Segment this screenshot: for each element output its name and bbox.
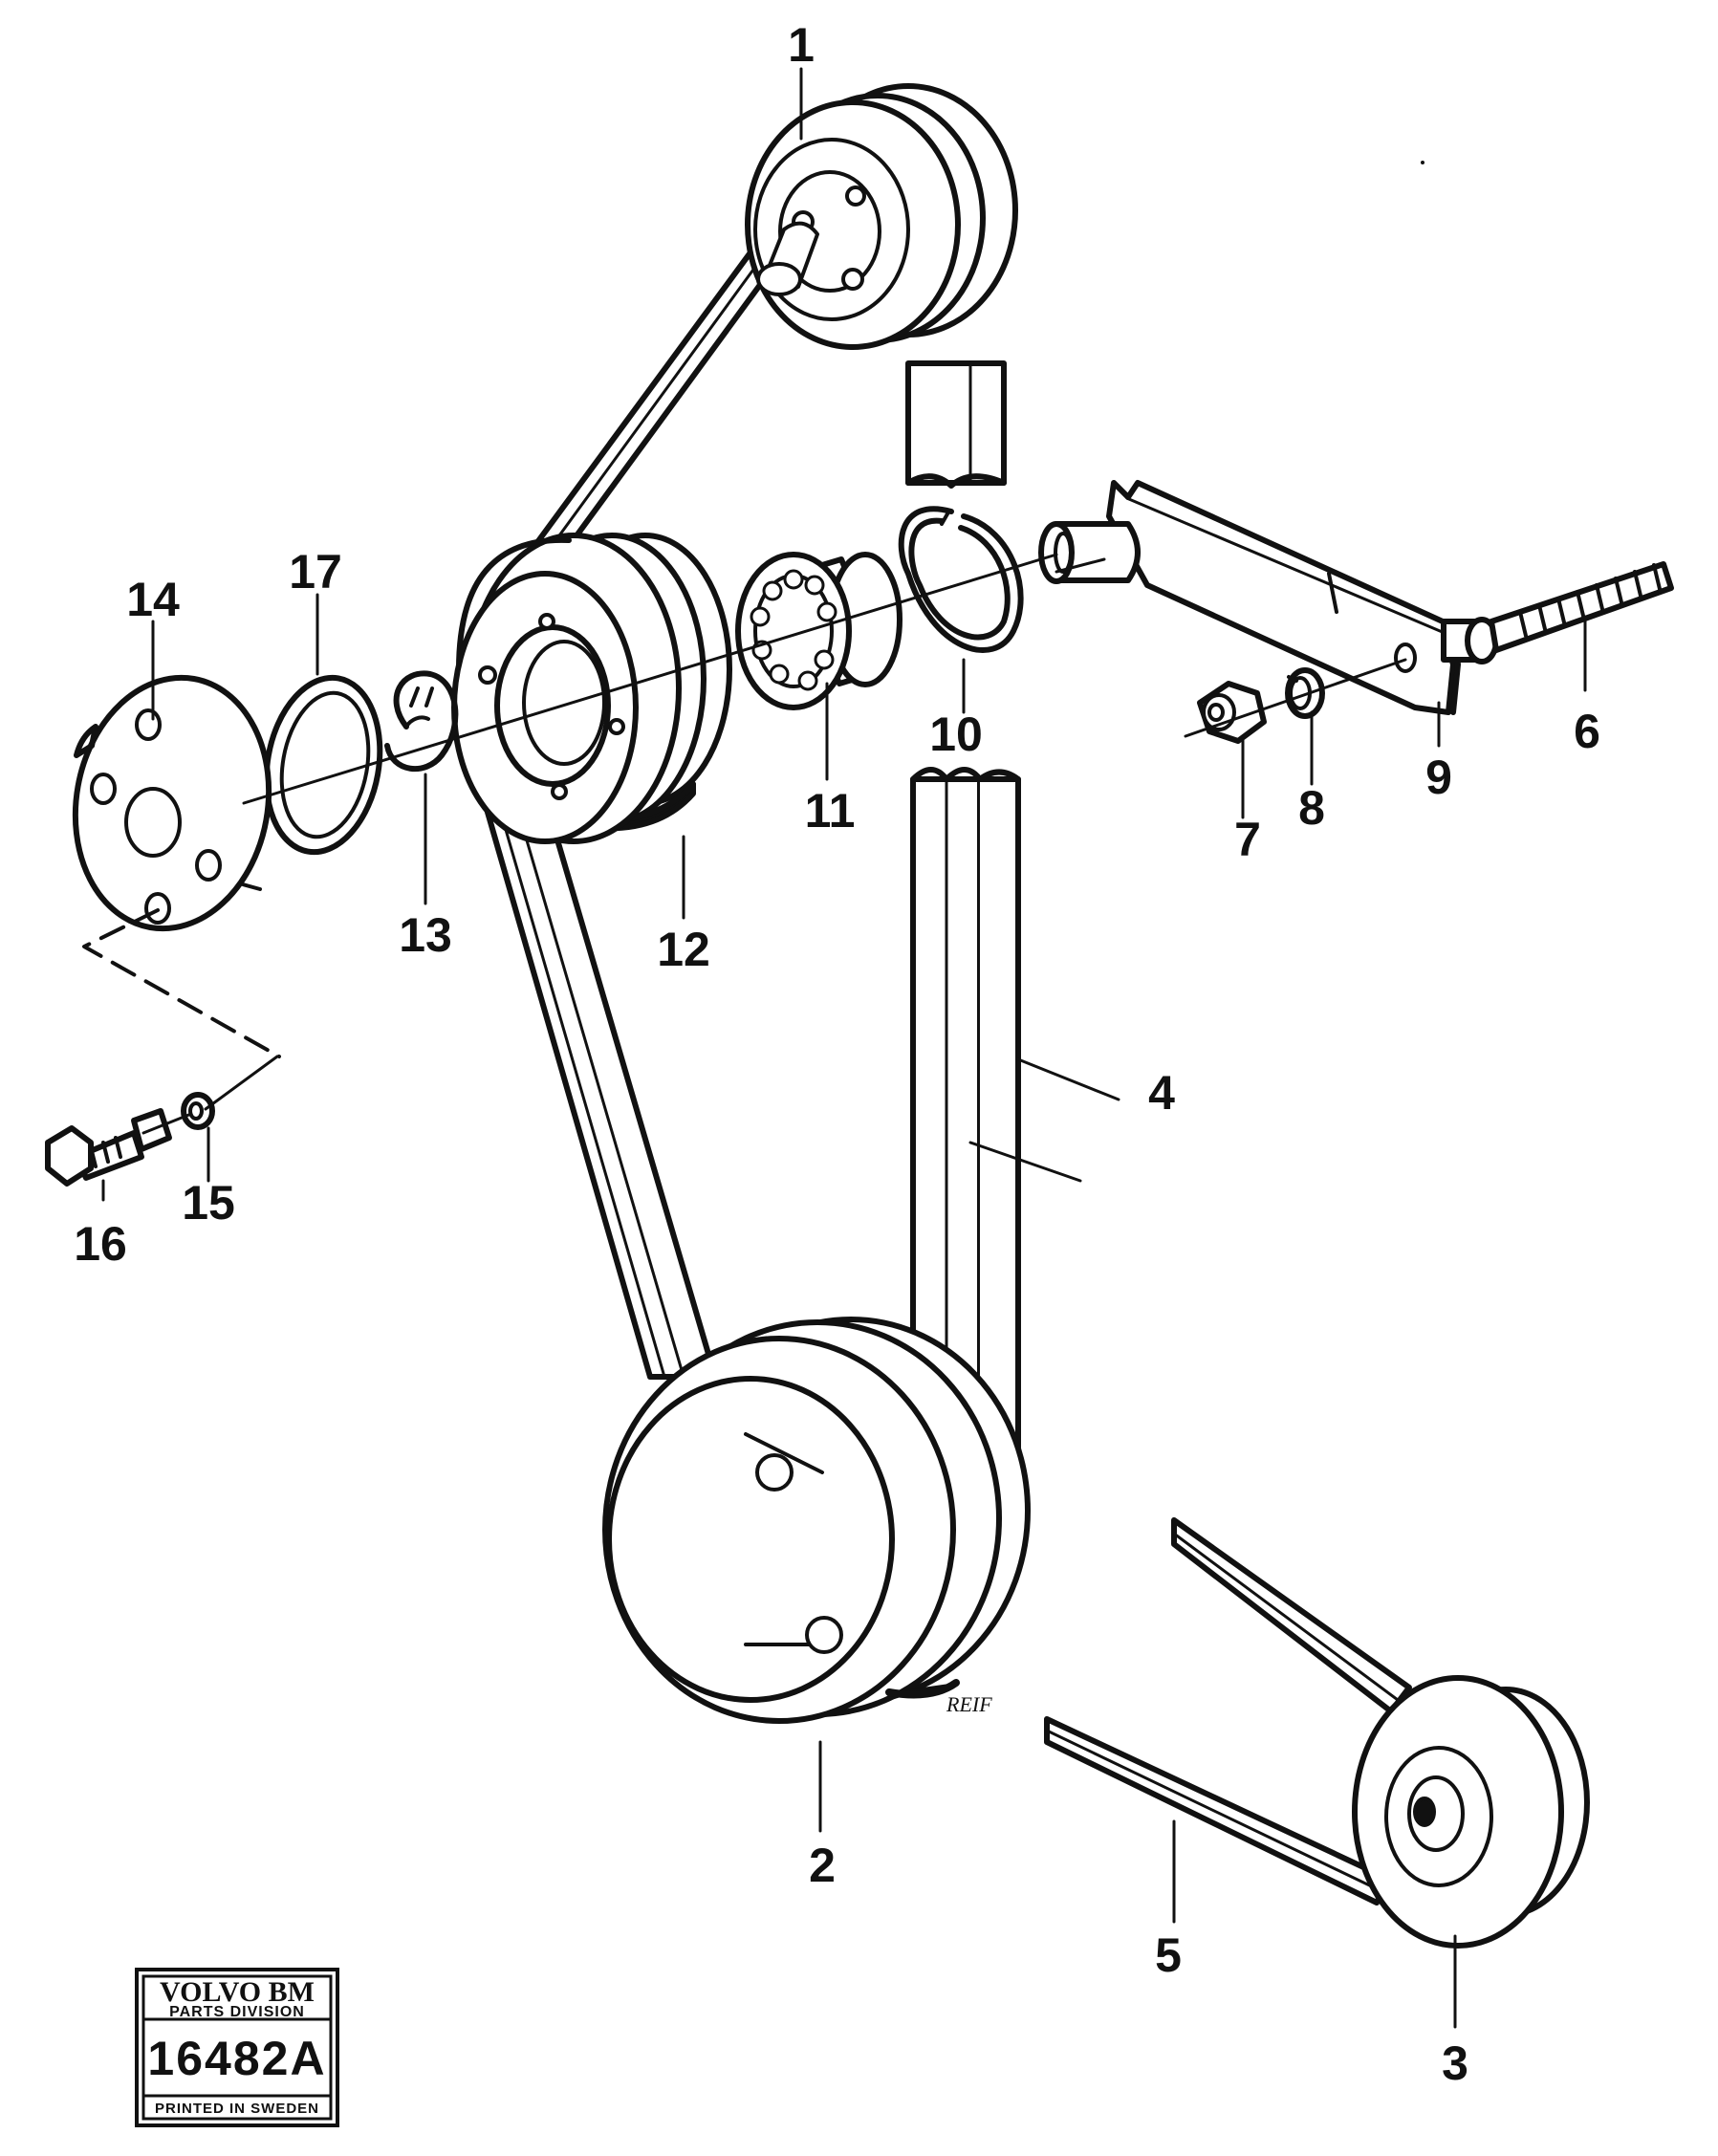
washer-15 bbox=[181, 1092, 215, 1130]
washer-17 bbox=[263, 674, 383, 856]
stamp-brand: VOLVO BM bbox=[160, 1976, 315, 2008]
callout-16: 16 bbox=[74, 1217, 127, 1271]
callout-14: 14 bbox=[126, 573, 180, 626]
stamp-number: 16482A bbox=[147, 2032, 326, 2085]
cover-plate-14 bbox=[72, 674, 272, 932]
tensioner-arm-9 bbox=[1038, 480, 1461, 715]
callout-10: 10 bbox=[929, 708, 983, 761]
callout-4: 4 bbox=[1148, 1066, 1175, 1120]
v-belt-5 bbox=[1044, 1517, 1412, 1906]
callout-1: 1 bbox=[788, 18, 815, 72]
callout-11: 11 bbox=[805, 784, 856, 838]
callout-12: 12 bbox=[657, 923, 710, 976]
stray-dot bbox=[1421, 161, 1424, 164]
callout-13: 13 bbox=[399, 908, 452, 962]
assembly-axis-lines bbox=[82, 553, 1407, 1135]
bolt-6 bbox=[1441, 561, 1674, 664]
bolt-16 bbox=[45, 1108, 172, 1187]
pulley-2 bbox=[602, 1317, 1031, 1724]
pulley-1 bbox=[745, 83, 1018, 350]
callout-5: 5 bbox=[1155, 1928, 1182, 1982]
stamp-footer: PRINTED IN SWEDEN bbox=[155, 2101, 319, 2117]
callout-3: 3 bbox=[1442, 2036, 1468, 2090]
callout-17: 17 bbox=[289, 545, 342, 599]
circlip-13 bbox=[384, 670, 459, 773]
callout-9: 9 bbox=[1425, 751, 1452, 804]
artist-signature: REIF bbox=[946, 1692, 992, 1716]
bearing-11 bbox=[735, 552, 902, 710]
pulley-12 bbox=[451, 533, 732, 844]
leader-lines bbox=[101, 67, 1587, 2029]
volvo-bm-stamp: VOLVO BM PARTS DIVISION 16482A PRINTED I… bbox=[135, 1968, 339, 2127]
callout-6: 6 bbox=[1574, 705, 1600, 758]
callout-2: 2 bbox=[809, 1839, 836, 1892]
snap-ring-10 bbox=[898, 506, 1024, 653]
v-belt-top-tail bbox=[905, 360, 1007, 489]
callout-labels: 1 2 3 4 5 6 7 8 9 10 11 12 13 14 15 16 1… bbox=[74, 18, 1600, 2090]
callout-8: 8 bbox=[1298, 781, 1325, 835]
callout-15: 15 bbox=[182, 1176, 235, 1230]
callout-7: 7 bbox=[1234, 813, 1261, 866]
stamp-division: PARTS DIVISION bbox=[169, 2004, 305, 2020]
pulley-3 bbox=[1352, 1675, 1590, 1949]
